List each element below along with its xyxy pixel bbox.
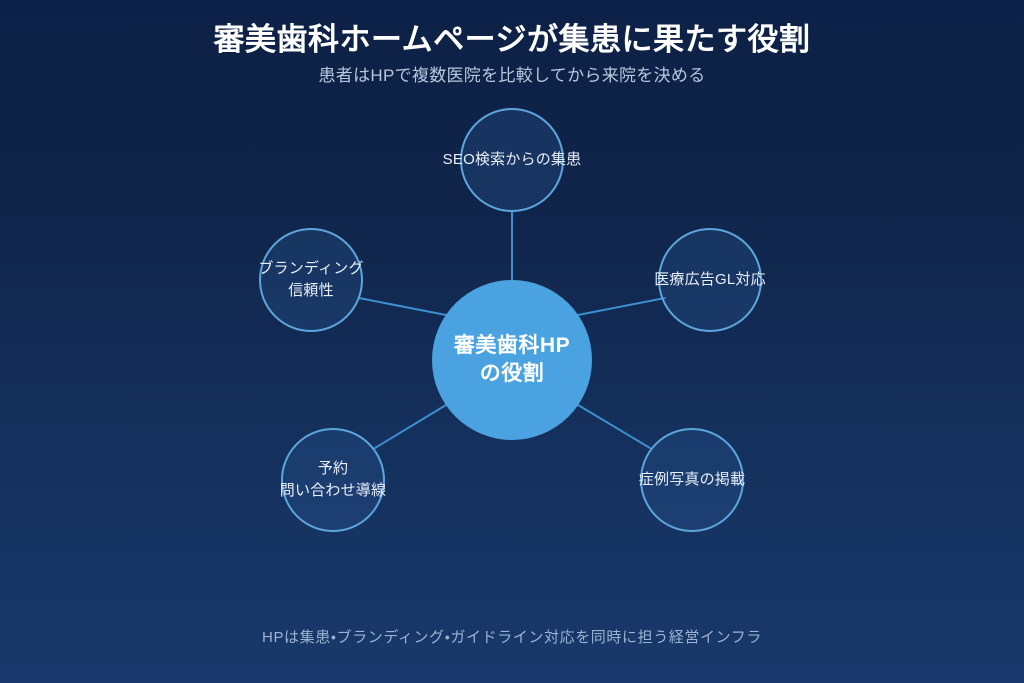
- diagram-node-branding-line2: 信頼性: [288, 282, 334, 299]
- diagram-node-seo[interactable]: SEO検索からの集患: [443, 108, 581, 212]
- diagram-node-ad-guideline-label: 医療広告GL対応: [654, 269, 766, 291]
- diagram-node-ad-guideline-line1: 医療広告GL対応: [654, 271, 766, 289]
- diagram-node-center-line1: 審美歯科HP: [453, 333, 571, 357]
- diagram-node-case-photos[interactable]: 症例写真の掲載: [639, 428, 745, 532]
- diagram-node-center-line2: の役割: [479, 362, 545, 385]
- diagram-node-case-photos-label: 症例写真の掲載: [639, 469, 745, 491]
- diagram-node-branding[interactable]: ブランディング 信頼性: [258, 228, 363, 332]
- diagram-node-case-photos-line1: 症例写真の掲載: [638, 471, 746, 489]
- diagram-node-center[interactable]: 審美歯科HP の役割: [432, 280, 592, 440]
- diagram-node-ad-guideline[interactable]: 医療広告GL対応: [654, 228, 766, 332]
- diagram-node-center-label: 審美歯科HP の役割: [454, 332, 570, 389]
- diagram-node-booking-label: 予約 問い合わせ導線: [280, 458, 386, 502]
- diagram-node-branding-label: ブランディング 信頼性: [258, 258, 363, 302]
- diagram-node-seo-label: SEO検索からの集患: [443, 149, 582, 171]
- diagram-node-seo-line1: SEO検索からの集患: [442, 151, 582, 169]
- connector-center-to-booking: [374, 404, 447, 449]
- diagram-node-booking-line2: 問い合わせ導線: [279, 482, 387, 499]
- connector-center-to-case-photos: [577, 404, 651, 449]
- footer-caption: HPは集患・ブランディング・ガイドライン対応を同時に担う経営インフラ: [262, 629, 762, 646]
- diagram-node-booking-line1: 予約: [317, 460, 349, 478]
- connector-center-to-ad-guideline: [577, 297, 666, 316]
- diagram-node-branding-line1: ブランディング: [258, 260, 364, 278]
- diagram-node-booking[interactable]: 予約 問い合わせ導線: [280, 428, 386, 532]
- connector-center-to-branding: [358, 297, 447, 316]
